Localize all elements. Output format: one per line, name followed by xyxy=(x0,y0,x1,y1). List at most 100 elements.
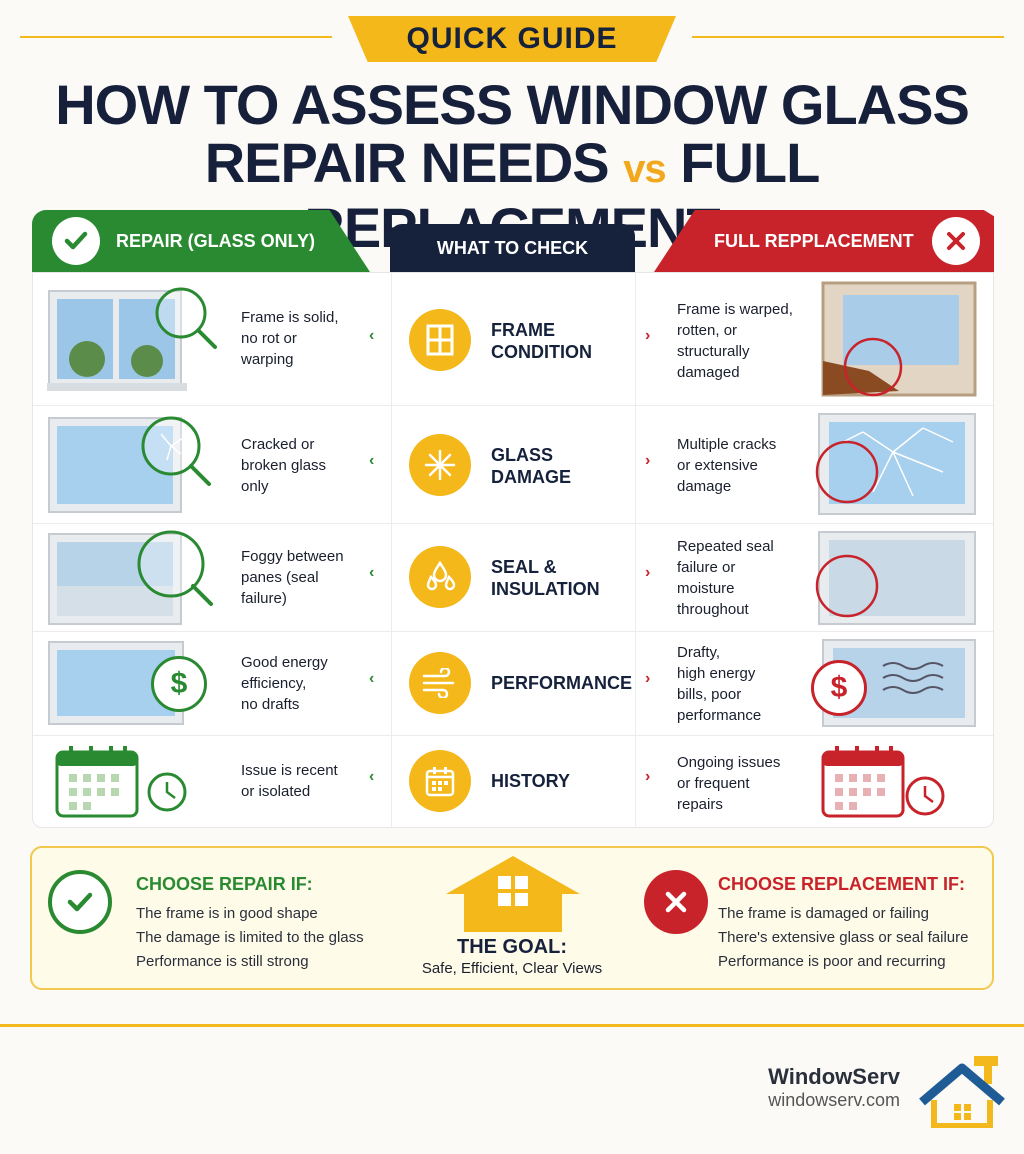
replace-text-line: rotten, or xyxy=(677,322,738,339)
replace-text-line: structurally xyxy=(677,343,750,360)
repair-text-line: Frame is solid, xyxy=(241,309,339,326)
repair-text-line: efficiency, xyxy=(241,675,307,692)
magnifier-icon xyxy=(155,287,217,349)
repair-text-line: no drafts xyxy=(241,696,300,713)
replace-text-line: Repeated seal xyxy=(677,538,774,555)
window-illustration xyxy=(48,417,182,513)
replace-text-line: failure or xyxy=(677,559,736,576)
check-icon xyxy=(52,217,100,265)
banner-rule-right xyxy=(692,36,1004,38)
repair-text-line: failure) xyxy=(241,590,287,607)
comparison-table: Frame is solid, no rot or warping ‹ FRAM… xyxy=(32,272,994,828)
chevron-left-icon: ‹ xyxy=(369,327,375,344)
calendar-icon xyxy=(821,746,905,818)
replace-text-line: moisture xyxy=(677,580,735,597)
repair-text-line: broken glass xyxy=(241,457,327,474)
window-illustration xyxy=(48,533,182,625)
repair-header-label: REPAIR (GLASS ONLY) xyxy=(116,231,316,251)
cracked-window-illustration xyxy=(815,413,976,515)
choose-repair-title: CHOOSE REPAIR IF: xyxy=(136,874,313,894)
replace-text-line: Frame is warped, xyxy=(677,301,793,318)
chevron-right-icon: › xyxy=(645,670,651,687)
check-label-line: INSULATION xyxy=(491,579,600,599)
windowserv-logo-icon xyxy=(919,1056,1005,1128)
check-label-line: SEAL & xyxy=(491,557,557,577)
clock-icon xyxy=(905,776,945,816)
replace-text-line: Multiple cracks xyxy=(677,436,777,453)
x-icon xyxy=(932,217,980,265)
title-line-1: HOW TO ASSESS WINDOW GLASS xyxy=(55,73,970,136)
chevron-left-icon: ‹ xyxy=(369,564,375,581)
repair-reason: The frame is in good shape xyxy=(136,905,318,922)
magnifier-icon xyxy=(141,416,211,486)
repair-reason: Performance is still strong xyxy=(136,953,309,970)
check-label-line: CONDITION xyxy=(491,342,592,362)
replace-text-line: bills, poor xyxy=(677,686,742,703)
quick-guide-ribbon: QUICK GUIDE xyxy=(348,16,676,62)
goal-text: Safe, Efficient, Clear Views xyxy=(421,960,603,977)
replace-text-line: repairs xyxy=(677,796,723,813)
brand-name: WindowServ xyxy=(768,1064,900,1089)
repair-text-line: Good energy xyxy=(241,654,328,671)
repair-text-line: only xyxy=(241,478,269,495)
replacement-reason: There's extensive glass or seal failure xyxy=(718,929,969,946)
clock-icon xyxy=(147,772,187,812)
replace-text-line: Drafty, xyxy=(677,644,721,661)
title-repair-needs: REPAIR NEEDS xyxy=(204,131,610,194)
chevron-right-icon: › xyxy=(645,768,651,785)
repair-text-line: or isolated xyxy=(241,783,311,800)
chevron-left-icon: ‹ xyxy=(369,768,375,785)
check-label-line: PERFORMANCE xyxy=(491,673,633,693)
window-illustration xyxy=(47,290,187,391)
replacement-reason: Performance is poor and recurring xyxy=(718,953,946,970)
chevron-right-icon: › xyxy=(645,327,651,344)
wind-icon xyxy=(409,652,471,714)
replace-text-line: damaged xyxy=(677,364,740,381)
table-row: Foggy between panes (seal failure) ‹ SEA… xyxy=(33,523,993,631)
table-row: Frame is solid, no rot or warping ‹ FRAM… xyxy=(33,273,993,405)
calendar-icon xyxy=(55,746,139,818)
footer-rule xyxy=(0,1024,1024,1027)
title-vs: vs xyxy=(623,147,666,191)
column-divider xyxy=(391,273,392,827)
repair-text-line: Issue is recent xyxy=(241,762,338,779)
glass-crack-icon xyxy=(409,434,471,496)
repair-text-line: no rot or xyxy=(241,330,297,347)
check-label-line: HISTORY xyxy=(491,771,571,791)
chevron-left-icon: ‹ xyxy=(369,452,375,469)
table-row: Issue is recent or isolated ‹ HISTORY › … xyxy=(33,735,993,827)
brand-url: windowserv.com xyxy=(768,1090,900,1110)
goal-title: THE GOAL: xyxy=(457,936,567,958)
house-icon xyxy=(446,856,580,932)
repair-reason: The damage is limited to the glass xyxy=(136,929,364,946)
foggy-window-illustration xyxy=(815,531,976,625)
chevron-right-icon: › xyxy=(645,564,651,581)
replace-text-line: performance xyxy=(677,707,762,724)
check-label-line: GLASS xyxy=(491,445,554,465)
choose-replacement-title: CHOOSE REPLACEMENT IF: xyxy=(718,874,966,894)
dollar-icon: $ xyxy=(151,656,207,712)
title-line-2: REPAIR NEEDS vs FULL REPLACEMENT xyxy=(0,130,1024,260)
check-icon xyxy=(48,870,112,934)
replace-text-line: throughout xyxy=(677,601,749,618)
repair-text-line: Foggy between xyxy=(241,548,344,565)
repair-text-line: panes (seal xyxy=(241,569,319,586)
magnifier-icon xyxy=(137,530,213,606)
history-calendar-icon xyxy=(409,750,471,812)
replace-text-line: high energy xyxy=(677,665,756,682)
dollar-icon: $ xyxy=(811,660,867,716)
repair-text-line: warping xyxy=(241,351,294,368)
what-to-check-header: WHAT TO CHECK xyxy=(390,224,635,272)
rotten-window-illustration xyxy=(821,281,977,397)
check-label-line: FRAME xyxy=(491,320,555,340)
banner-rule-left xyxy=(20,36,332,38)
window-frame-icon xyxy=(409,309,471,371)
x-icon xyxy=(644,870,708,934)
check-label-line: DAMAGE xyxy=(491,467,571,487)
replace-text-line: or frequent xyxy=(677,775,750,792)
replace-text-line: or extensive xyxy=(677,457,758,474)
column-divider xyxy=(635,273,636,827)
summary-box: CHOOSE REPAIR IF: The frame is in good s… xyxy=(30,846,994,990)
replacement-header-label: FULL REPPLACEMENT xyxy=(714,231,914,251)
replace-text-line: Ongoing issues xyxy=(677,754,781,771)
